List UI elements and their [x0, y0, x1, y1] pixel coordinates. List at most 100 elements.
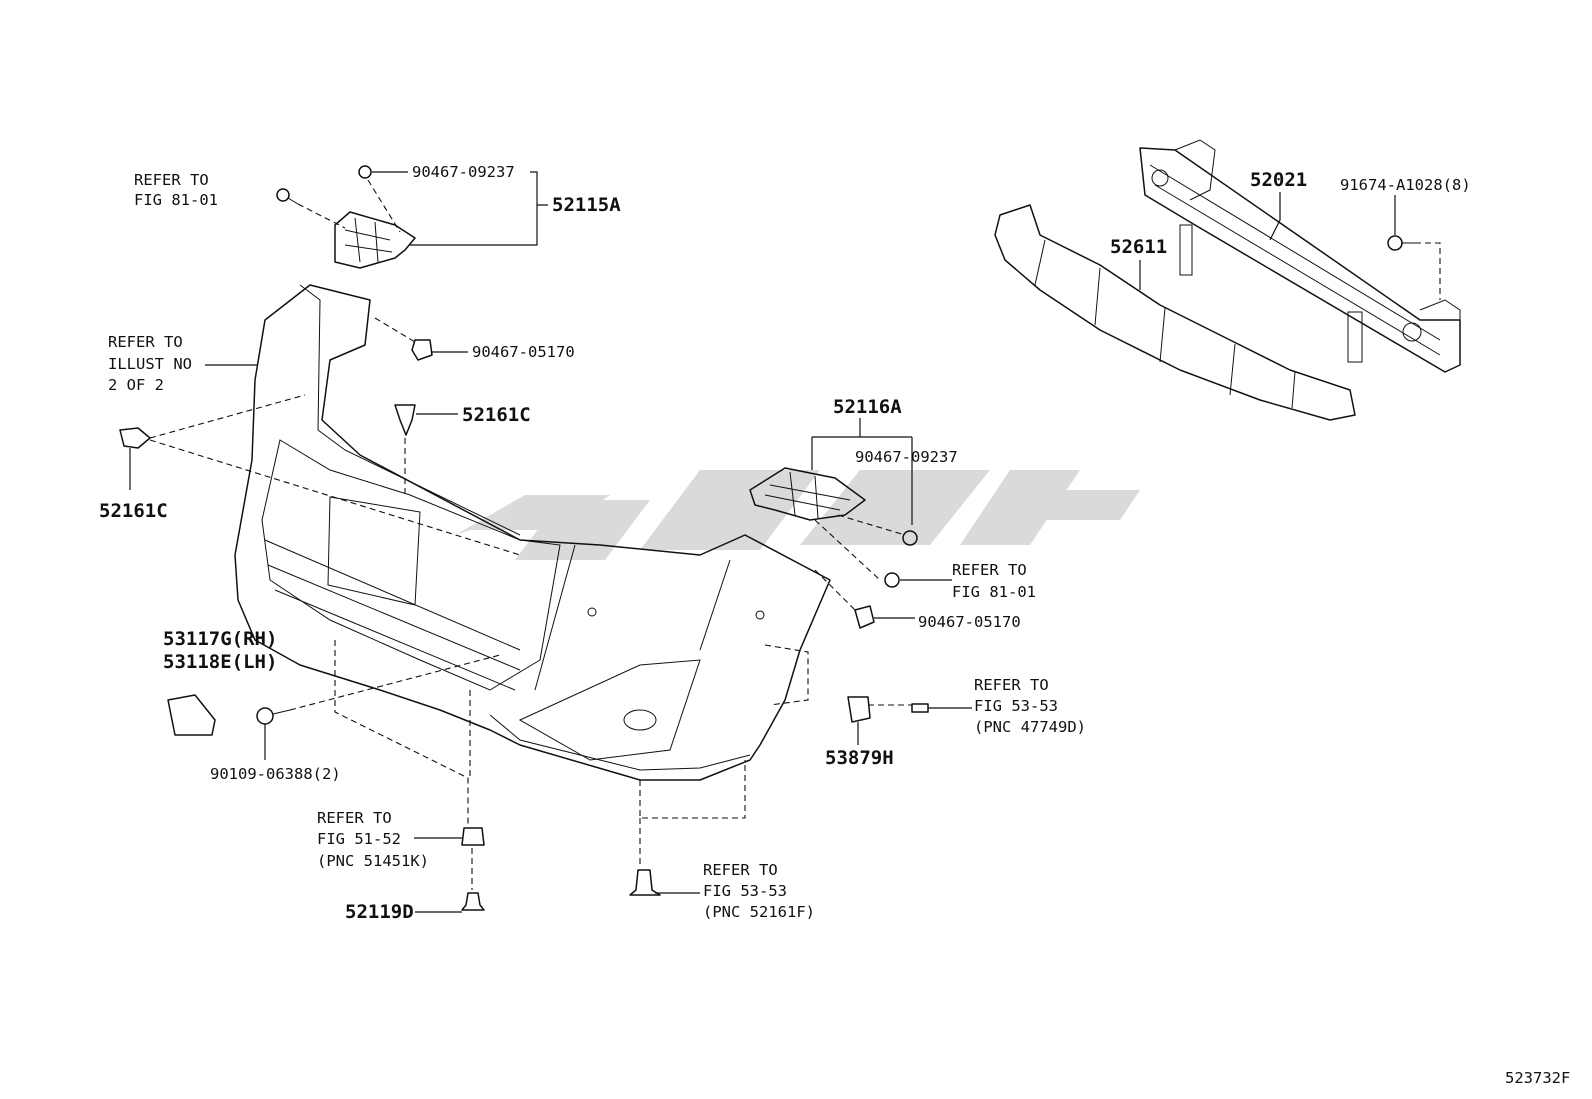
label-refer-illust-line2: ILLUST NO	[108, 355, 192, 373]
clip-90467-05170-top	[411, 339, 433, 361]
dash-lower-left	[334, 640, 469, 826]
reinforcement-52021-shape	[1139, 147, 1461, 373]
nut-refer-51-52	[461, 827, 485, 846]
bracket-52116a	[749, 467, 866, 521]
fastener-refer-81-01-right-head	[884, 572, 900, 588]
label-90467-09237-right: 90467-09237	[855, 448, 958, 466]
label-52161c-left: 52161C	[99, 500, 168, 522]
dash-91674-to-52021	[1415, 242, 1441, 300]
label-refer-53-53-bottom-line2: FIG 53-53	[703, 882, 787, 900]
bumper-license-plate	[327, 496, 421, 606]
leader-52021	[1269, 192, 1281, 241]
bumper-grille-upper	[261, 439, 561, 691]
label-refer-51-52-line1: REFER TO	[317, 809, 392, 827]
label-53118e: 53118E(LH)	[163, 651, 277, 673]
absorber-52611	[994, 204, 1356, 421]
dash-bracket-to-clip	[374, 317, 416, 343]
label-90109-06388: 90109-06388(2)	[210, 765, 341, 783]
fastener-90467-09237-right-head	[902, 530, 918, 546]
label-refer-81-01-top-line1: REFER TO	[134, 171, 209, 189]
label-90467-05170-top: 90467-05170	[472, 343, 575, 361]
watermark-logo	[455, 470, 1140, 560]
fastener-refer-81-01-top-head	[276, 188, 290, 202]
clip-90467-05170-right	[854, 605, 875, 629]
fastener-90467-09237-top	[358, 165, 372, 179]
clip-52161c-left	[119, 427, 151, 449]
label-90467-05170-right: 90467-05170	[918, 613, 1021, 631]
label-refer-53-53-right-line2: FIG 53-53	[974, 697, 1058, 715]
label-refer-53-53-bottom-line3: (PNC 52161F)	[703, 903, 815, 921]
bumper-sensor-hole-2	[755, 610, 765, 620]
bumper-sensor-hole-1	[587, 607, 597, 617]
label-refer-illust-line3: 2 OF 2	[108, 376, 164, 394]
dash-09237-to-bracket	[367, 179, 401, 233]
label-52119d: 52119D	[345, 901, 414, 923]
clip-90467-05170-right-shape	[854, 605, 875, 629]
bolt-91674-a1028-head	[1387, 235, 1403, 251]
reinforcement-52021-inner	[1149, 164, 1441, 356]
absorber-52611-shape	[994, 204, 1356, 421]
clip-52161c-left-shape	[119, 427, 151, 449]
watermark-stroke-3	[640, 470, 820, 550]
bracket-53117g-shape	[167, 694, 216, 736]
label-refer-illust-line1: REFER TO	[108, 333, 183, 351]
screw-refer-53-53-right-shape	[911, 703, 929, 713]
label-refer-51-52-line2: FIG 51-52	[317, 830, 401, 848]
reinforcement-52021-tab-1	[1179, 224, 1193, 276]
dash-lower-right	[639, 760, 746, 868]
label-refer-51-52-line3: (PNC 51451K)	[317, 852, 429, 870]
reinforcement-52021-bracket-right	[1419, 299, 1461, 340]
label-refer-53-53-right-line3: (PNC 47749D)	[974, 718, 1086, 736]
watermark-stroke-6	[980, 490, 1140, 520]
reinforcement-52021-hole-right	[1402, 322, 1422, 342]
screw-refer-53-53-right	[911, 703, 929, 713]
bumper-lower-lip	[489, 714, 751, 771]
leader-52115a-bracket	[410, 171, 548, 246]
bolt-90109-06388-head	[256, 707, 274, 725]
label-52116a: 52116A	[833, 396, 902, 418]
diagram-code: 523732F	[1505, 1069, 1570, 1087]
fastener-refer-81-01-top-shank	[287, 197, 299, 205]
dash-53879h-bracket	[764, 644, 912, 706]
retainer-53879h-shape	[847, 696, 871, 723]
bolt-90109-06388	[256, 707, 291, 725]
clip-90467-05170-top-shape	[411, 339, 433, 361]
label-52611: 52611	[1110, 236, 1167, 258]
bolt-90109-06388-shank	[272, 709, 291, 715]
bracket-52115a-shape	[334, 211, 416, 269]
label-53117g: 53117G(RH)	[163, 628, 277, 650]
label-refer-81-01-right-line2: FIG 81-01	[952, 583, 1036, 601]
label-52161c-center: 52161C	[462, 404, 531, 426]
bracket-52115a	[334, 211, 416, 269]
clip-52161c-center-shape	[394, 404, 416, 436]
bumper-grille-slats-2	[267, 564, 521, 671]
label-refer-53-53-bottom-line1: REFER TO	[703, 861, 778, 879]
bracket-52116a-shape	[749, 467, 866, 521]
dash-81-01-to-bracket	[297, 203, 346, 229]
bumper-fog-housing	[518, 659, 701, 761]
reinforcement-52021-hole-left	[1151, 169, 1169, 187]
label-refer-81-01-right-line1: REFER TO	[952, 561, 1027, 579]
watermark-stroke-4	[800, 470, 990, 545]
bumper-cover	[234, 284, 831, 781]
label-52021: 52021	[1250, 169, 1307, 191]
absorber-52611-ribs	[1034, 239, 1296, 409]
fastener-refer-81-01-right	[884, 572, 900, 588]
fastener-90467-09237-top-head	[358, 165, 372, 179]
dash-52116a-fasteners	[814, 514, 906, 611]
label-90467-09237-top: 90467-09237	[412, 163, 515, 181]
leader-lines	[129, 171, 1396, 913]
label-refer-81-01-top-line2: FIG 81-01	[134, 191, 218, 209]
label-53879h: 53879H	[825, 747, 894, 769]
clip-refer-53-53-bottom	[629, 869, 661, 896]
bolt-91674-a1028	[1387, 235, 1415, 251]
bumper-grille-slats-3	[274, 589, 516, 691]
nut-refer-51-52-shape	[461, 827, 485, 846]
reinforcement-52021-bracket-left	[1174, 139, 1216, 201]
leader-52116a	[811, 418, 913, 525]
reinforcement-52021-tab-2	[1347, 311, 1363, 363]
reinforcement-52021	[1139, 139, 1461, 373]
dash-90109-to-bumper	[289, 654, 501, 711]
